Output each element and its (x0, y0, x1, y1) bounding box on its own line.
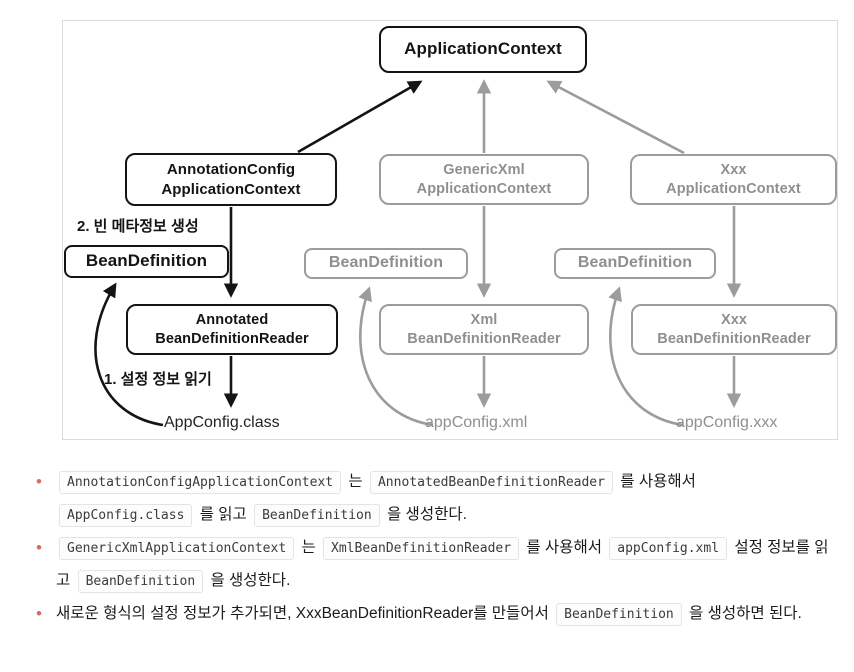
text-run: 를 사용해서 (522, 539, 607, 556)
box-label-line1: Xml (470, 311, 498, 328)
arrow-annotationconfig-to-applicationcontext (297, 80, 423, 154)
inline-code: GenericXmlApplicationContext (59, 537, 295, 560)
inline-code: BeanDefinition (77, 570, 204, 593)
note-text: 새로운 형식의 설정 정보가 추가되면, XxxBeanDefinitionRe… (56, 598, 838, 631)
bullet-icon: • (36, 604, 42, 623)
box-annotation-config-application-context: AnnotationConfig ApplicationContext (125, 153, 337, 206)
box-label-line1: Annotated (195, 311, 269, 328)
arrow-appconfigxxx-to-beandefinition (608, 286, 684, 427)
arrow-appconfigclass-to-beandefinition (94, 282, 164, 427)
box-label-line1: Xxx (720, 161, 747, 178)
note-text: AnnotationConfigApplicationContext 는 Ann… (56, 466, 838, 532)
box-label-line2: BeanDefinitionReader (407, 330, 561, 347)
inline-code: BeanDefinition (556, 603, 682, 626)
box-label-line2: ApplicationContext (666, 180, 801, 197)
box-label-line2: ApplicationContext (416, 180, 552, 197)
text-run: 를 읽고 (195, 506, 252, 523)
inline-code: XmlBeanDefinitionReader (323, 537, 520, 560)
box-generic-xml-application-context: GenericXml ApplicationContext (379, 154, 589, 205)
label-appconfig-xxx: appConfig.xxx (676, 414, 778, 431)
text-run: 을 생성하면 된다. (684, 605, 802, 622)
arrow-appconfigxml-to-beandefinition (358, 286, 434, 427)
bullet-icon: • (36, 472, 42, 491)
box-label: ApplicationContext (404, 39, 562, 59)
box-label-line2: ApplicationContext (161, 180, 301, 198)
arrow-xxxcontext-to-applicationcontext (546, 80, 685, 155)
inline-code: AnnotatedBeanDefinitionReader (369, 471, 613, 494)
box-label-line2: BeanDefinitionReader (155, 330, 309, 347)
label-appconfig-class: AppConfig.class (164, 414, 280, 431)
text-run: 는 (297, 539, 321, 556)
text-run: 새로운 형식의 설정 정보가 추가되면, XxxBeanDefinitionRe… (56, 605, 554, 622)
box-xml-bean-definition-reader: Xml BeanDefinitionReader (379, 304, 589, 355)
label-step1-read-config: 1. 설정 정보 읽기 (104, 371, 212, 388)
box-annotated-bean-definition-reader: Annotated BeanDefinitionReader (126, 304, 338, 355)
box-label: BeanDefinition (577, 254, 693, 272)
box-label-line1: GenericXml (443, 161, 525, 178)
list-item: • GenericXmlApplicationContext 는 XmlBean… (30, 532, 838, 598)
note-text: GenericXmlApplicationContext 는 XmlBeanDe… (56, 532, 838, 598)
list-item: • AnnotationConfigApplicationContext 는 A… (30, 466, 838, 532)
box-bean-definition-main: BeanDefinition (64, 245, 229, 278)
inline-code: appConfig.xml (609, 537, 728, 560)
box-label: BeanDefinition (328, 254, 444, 272)
label-step2-bean-metadata: 2. 빈 메타정보 생성 (77, 218, 199, 235)
box-label-line1: AnnotationConfig (166, 161, 296, 178)
text-run: 는 (344, 473, 367, 490)
box-bean-definition-xml: BeanDefinition (304, 248, 468, 279)
notes-list: • AnnotationConfigApplicationContext 는 A… (30, 466, 838, 631)
box-label-line1: Xxx (720, 311, 748, 328)
bullet-icon: • (36, 538, 42, 557)
diagram-arrows (94, 79, 742, 427)
box-label: BeanDefinition (85, 251, 208, 271)
inline-code: AppConfig.class (59, 504, 193, 527)
text-run: 을 생성한다. (206, 572, 291, 589)
text-run: 를 사용해서 (615, 473, 696, 490)
box-application-context: ApplicationContext (379, 26, 587, 73)
text-run: 을 생성한다. (382, 506, 467, 523)
bean-definition-diagram: ApplicationContext AnnotationConfig Appl… (62, 20, 838, 440)
list-item: • 새로운 형식의 설정 정보가 추가되면, XxxBeanDefinition… (30, 598, 838, 631)
inline-code: BeanDefinition (254, 504, 380, 527)
label-appconfig-xml: appConfig.xml (425, 414, 528, 431)
box-xxx-application-context: Xxx ApplicationContext (630, 154, 837, 205)
text-run: 설정 정보를 읽고 (56, 539, 829, 589)
box-xxx-bean-definition-reader: Xxx BeanDefinitionReader (631, 304, 837, 355)
inline-code: AnnotationConfigApplicationContext (59, 471, 342, 494)
box-bean-definition-xxx: BeanDefinition (554, 248, 716, 279)
box-label-line2: BeanDefinitionReader (657, 330, 811, 347)
